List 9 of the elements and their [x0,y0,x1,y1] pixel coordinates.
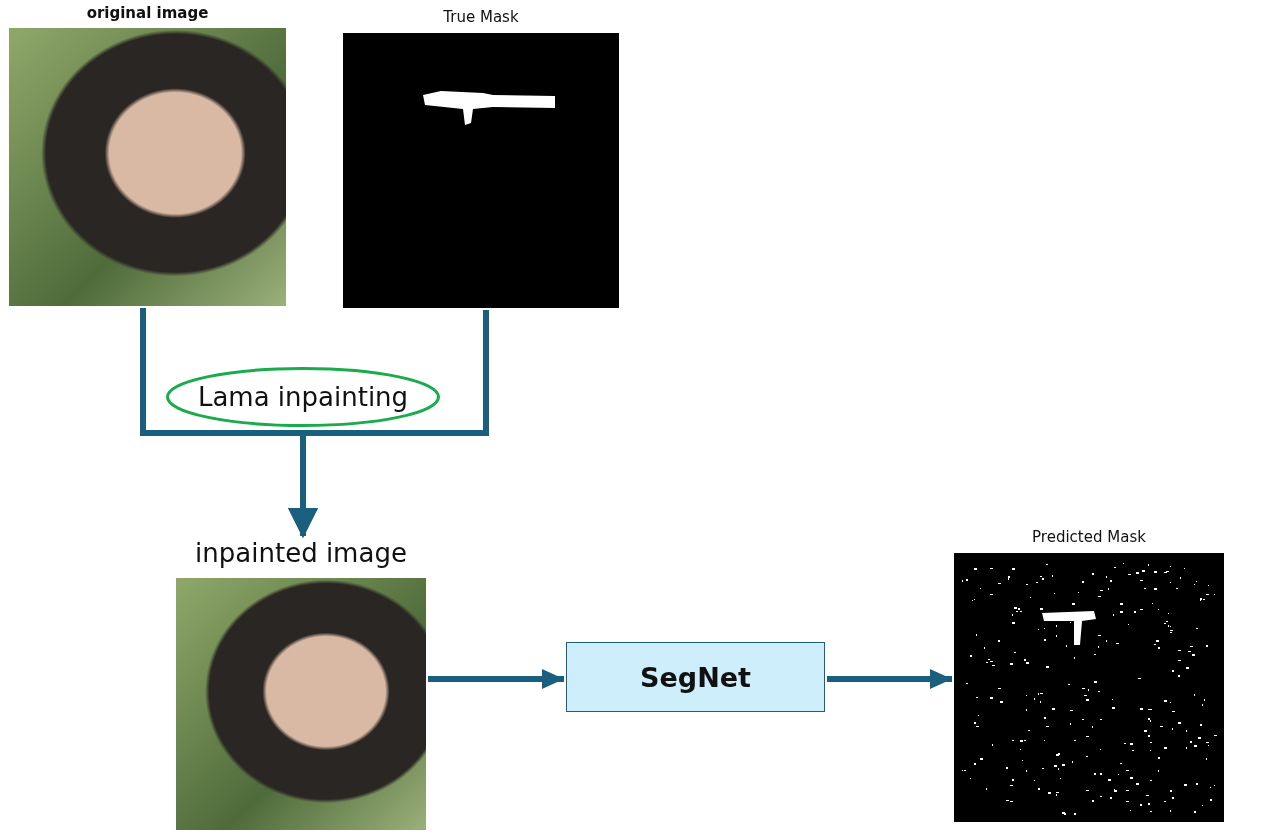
image-title: True Mask [443,8,519,26]
image-title: Predicted Mask [1032,528,1146,546]
image-title: original image [86,4,209,22]
arrow [827,669,952,689]
image-title: inpainted image [195,538,407,568]
arrow [428,669,564,689]
process-box: SegNet [566,642,825,712]
arrow [288,310,489,538]
process-label: Lama inpainting [197,382,409,412]
